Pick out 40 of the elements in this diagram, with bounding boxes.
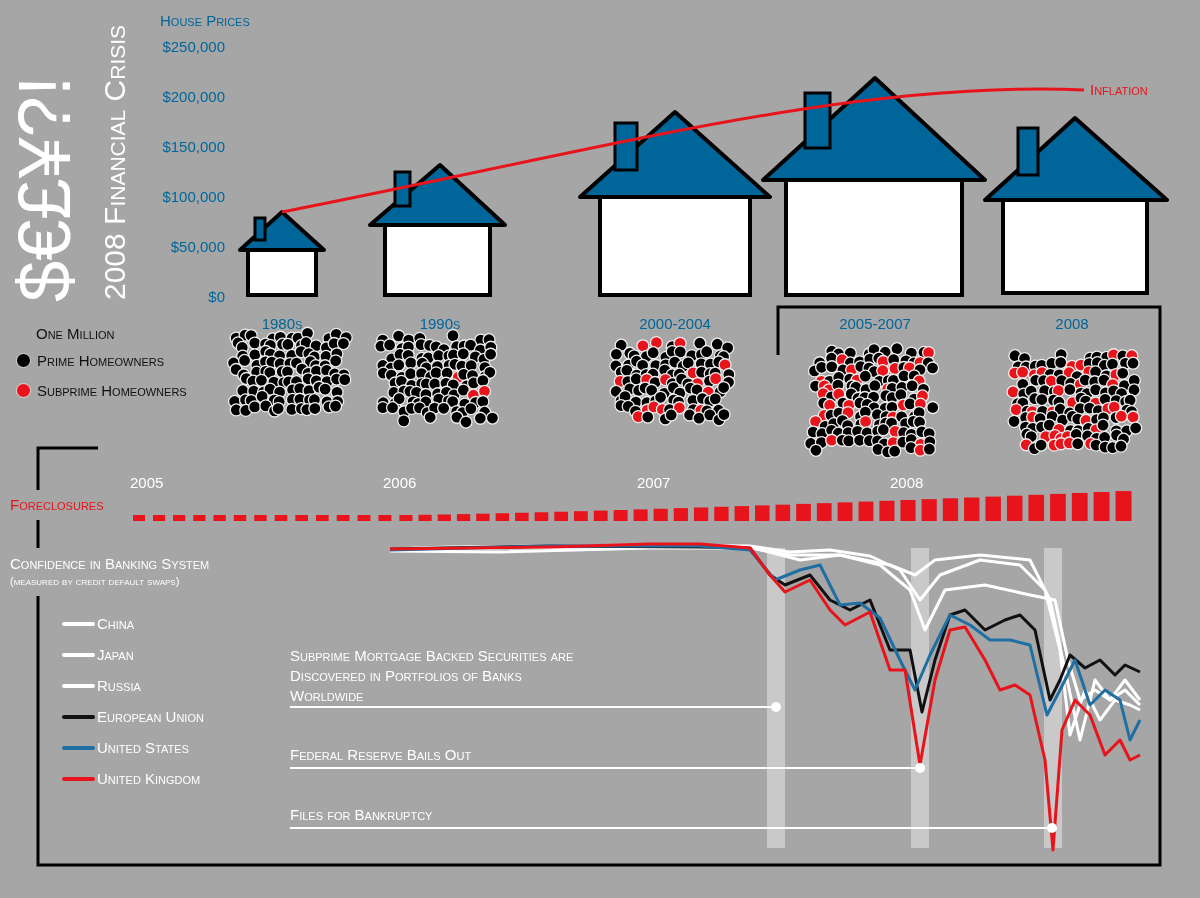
text-label: 2005 [130, 474, 164, 492]
text-label: $150,000 [162, 138, 225, 156]
text-label: Confidence in Banking System [10, 555, 210, 573]
text-label: $200,000 [162, 88, 225, 106]
legend-label: Prime Homeowners [37, 352, 165, 369]
event-dot [915, 763, 925, 773]
legend-label: United States [97, 739, 189, 756]
text-label: 2005-2007 [839, 315, 911, 333]
event-annotation: Files for Bankruptcy [290, 805, 590, 828]
event-annotation: Subprime Mortgage Backed Securities are Discovered in Portfolios of Banks Worldwide [290, 646, 590, 707]
legend-label: China [97, 615, 135, 632]
text-label: Foreclosures [10, 496, 104, 514]
text-label: 1990s [419, 315, 461, 333]
text-label: 2006 [383, 474, 417, 492]
text-label: $100,000 [162, 188, 225, 206]
text-label: 1980s [261, 315, 303, 333]
text-label: 2000-2004 [639, 315, 711, 333]
title: $€£¥?! [8, 75, 82, 302]
event-dot [1047, 823, 1057, 833]
text-label: 2008 [890, 474, 924, 492]
leader-line [289, 706, 772, 708]
text-label: 2008 [1055, 315, 1089, 333]
legend-label: Russia [97, 677, 141, 694]
text-label: Inflation [1090, 81, 1148, 99]
event-dot [771, 702, 781, 712]
leader-line [289, 827, 1048, 829]
text-label: $250,000 [162, 38, 225, 56]
text-label: One Million [36, 325, 115, 343]
legend-label: Subprime Homeowners [37, 382, 187, 399]
text-label: (measured by credit default swaps) [10, 575, 180, 588]
text-label: 2007 [637, 474, 671, 492]
subtitle: 2008 Financial Crisis [100, 24, 130, 300]
text-label: $0 [208, 288, 225, 306]
text-label: $50,000 [170, 238, 225, 256]
legend-label: United Kingdom [97, 770, 201, 787]
text-label: House Prices [160, 12, 250, 30]
leader-line [289, 767, 916, 769]
legend-label: Japan [97, 646, 134, 663]
event-annotation: Federal Reserve Bails Out [290, 745, 590, 768]
legend-label: European Union [97, 708, 204, 725]
